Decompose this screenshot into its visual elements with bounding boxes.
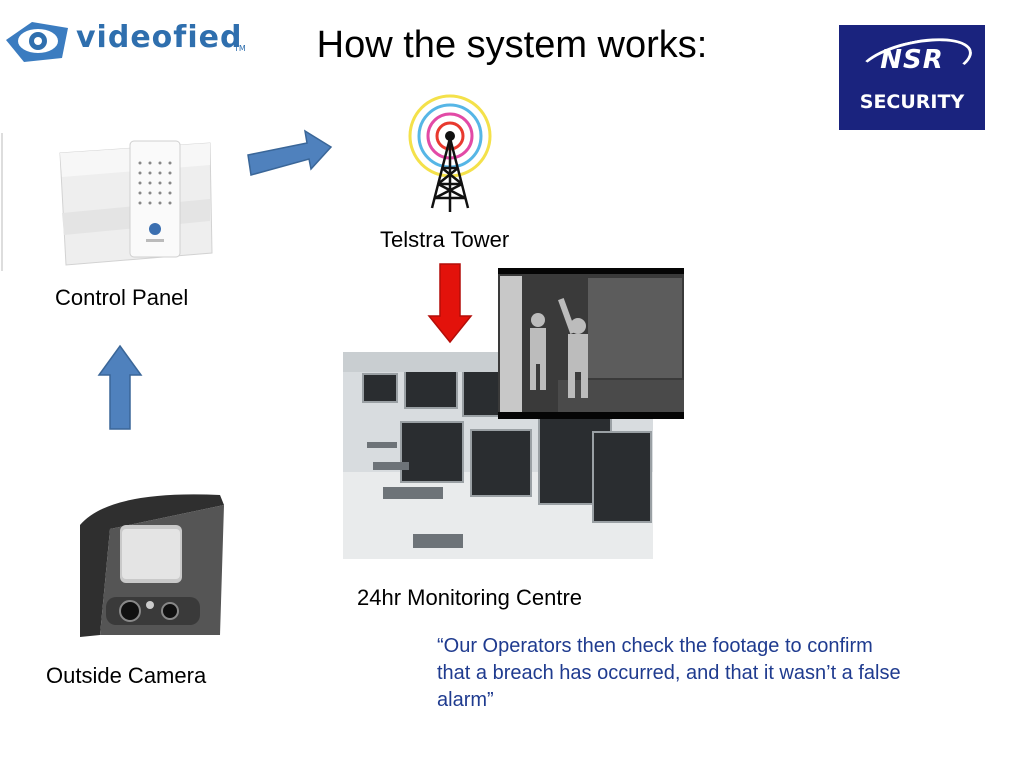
partner-logo-line2: SECURITY [859,91,965,113]
cctv-footage-image [498,268,684,419]
brand-name: videofied [76,20,243,55]
page-title: How the system works: [316,24,708,66]
partner-logo-line1: NSR [880,45,944,75]
outside-camera-label: Outside Camera [46,663,207,688]
control-panel-label: Control Panel [55,285,189,310]
nsr-security-logo: NSR SECURITY [839,25,985,130]
monitoring-centre-label: 24hr Monitoring Centre [357,585,583,610]
radio-tower-icon [402,88,498,214]
brand-trademark: TM [234,44,246,53]
control-panel-image [0,125,230,275]
telstra-tower-label: Telstra Tower [380,227,510,252]
arrow-right-icon [245,125,335,180]
eye-icon [6,22,68,62]
outside-camera-image [70,485,230,645]
arrow-up-icon [95,343,145,433]
videofied-logo: videofied TM [2,14,252,66]
arrow-down-icon [425,262,475,346]
operators-quote: “Our Operators then check the footage to… [437,635,901,711]
